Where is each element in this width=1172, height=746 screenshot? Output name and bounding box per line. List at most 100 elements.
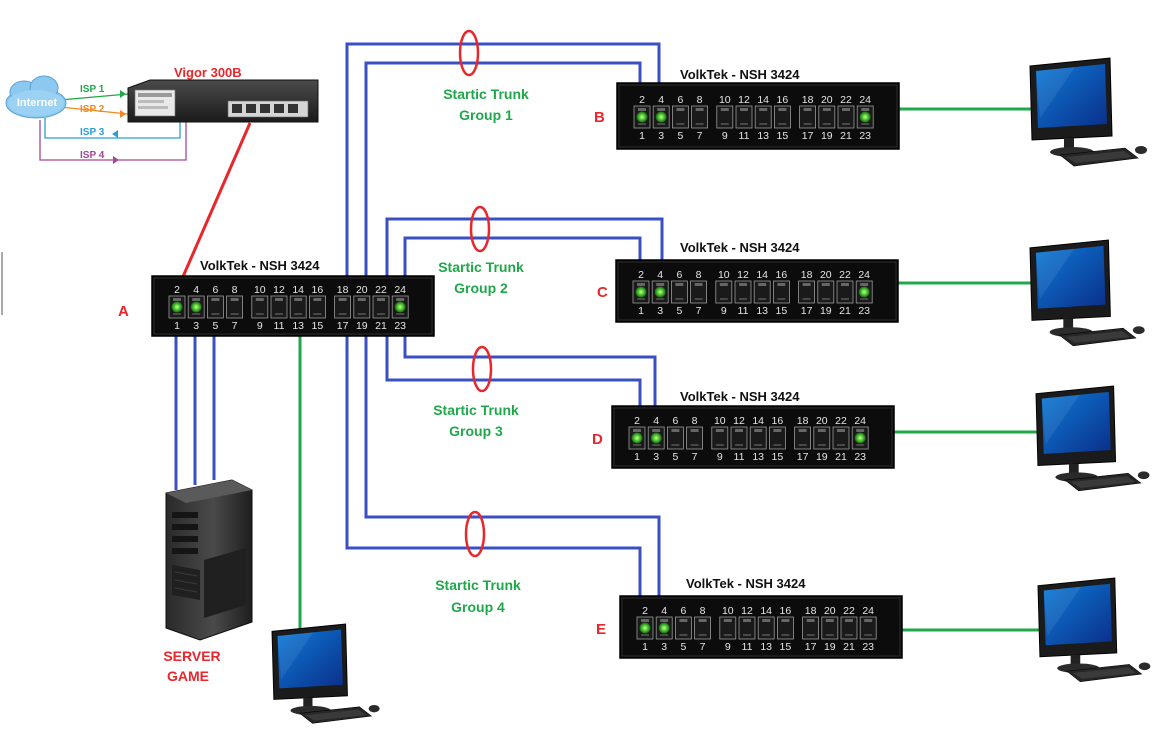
port-number-top: 20 xyxy=(821,94,833,106)
trunk3-cable-inner xyxy=(403,321,657,420)
port-number-top: 8 xyxy=(700,605,706,617)
port-number-top: 18 xyxy=(797,415,809,427)
switch-port xyxy=(690,280,707,304)
switch-port xyxy=(632,280,650,304)
trunk-label-line2: Group 2 xyxy=(454,280,508,296)
port-number-top: 2 xyxy=(639,94,645,106)
link-led-icon xyxy=(858,286,870,298)
server-label-line1: SERVER xyxy=(163,648,220,664)
trunk4-cable-outer xyxy=(345,321,642,608)
switch-port xyxy=(672,105,689,129)
trunk-label-line2: Group 4 xyxy=(451,599,505,615)
port-number-top: 16 xyxy=(772,415,784,427)
port-number-top: 24 xyxy=(859,94,871,106)
port-number-top: 22 xyxy=(843,605,855,617)
switch-port xyxy=(734,280,752,304)
cable-layer xyxy=(39,42,1040,632)
port-number-bottom: 21 xyxy=(835,451,847,463)
port-number-bottom: 3 xyxy=(657,305,663,317)
trunk-labels: Startic Trunk Group 1 Startic Trunk Grou… xyxy=(433,86,529,615)
port-number-top: 4 xyxy=(653,415,659,427)
switch-port xyxy=(798,280,815,304)
switch-port xyxy=(289,295,307,319)
port-number-bottom: 21 xyxy=(843,641,855,653)
port-number-top: 10 xyxy=(719,94,731,106)
port-number-bottom: 7 xyxy=(696,305,702,317)
port-number-bottom: 19 xyxy=(820,305,832,317)
port-number-bottom: 15 xyxy=(312,320,324,332)
port-number-bottom: 13 xyxy=(756,305,768,317)
switch-port xyxy=(802,616,819,640)
switch-port xyxy=(837,105,855,129)
switch-port xyxy=(753,280,771,304)
switch-port xyxy=(856,105,874,129)
switch-port xyxy=(226,295,244,319)
port-number-top: 10 xyxy=(722,605,734,617)
switch-port xyxy=(794,426,811,450)
port-number-top: 10 xyxy=(714,415,726,427)
port-number-bottom: 7 xyxy=(692,451,698,463)
switch-port xyxy=(691,105,708,129)
port-number-bottom: 1 xyxy=(639,130,645,142)
switch-a: VolkTek - NSH 34242143658710912111413161… xyxy=(151,258,435,337)
port-number-bottom: 5 xyxy=(212,320,218,332)
desktop-pc-icon xyxy=(1029,239,1145,347)
switch-port xyxy=(818,105,836,129)
pc-layer xyxy=(271,57,1151,724)
switch-port xyxy=(799,105,816,129)
port-number-top: 12 xyxy=(738,94,750,106)
port-number-top: 16 xyxy=(780,605,792,617)
port-number-bottom: 7 xyxy=(232,320,238,332)
isp-arrows xyxy=(112,90,126,164)
link-led-icon xyxy=(654,286,666,298)
port-number-top: 6 xyxy=(212,284,218,296)
switch-port xyxy=(777,616,794,640)
port-number-top: 8 xyxy=(696,269,702,281)
switch-port xyxy=(836,280,854,304)
internet-label: Internet xyxy=(17,97,58,109)
switch-letter-d: D xyxy=(592,431,603,448)
port-number-top: 2 xyxy=(174,284,180,296)
switch-port xyxy=(711,426,729,450)
port-number-top: 18 xyxy=(805,605,817,617)
port-number-bottom: 23 xyxy=(862,641,874,653)
port-number-bottom: 9 xyxy=(722,130,728,142)
port-number-top: 14 xyxy=(292,284,304,296)
trunk2-marker xyxy=(469,205,491,253)
port-number-top: 6 xyxy=(672,415,678,427)
server-tower: SERVER GAME xyxy=(163,479,253,684)
port-number-bottom: 5 xyxy=(677,130,683,142)
port-number-bottom: 11 xyxy=(738,305,749,317)
trunk3-marker xyxy=(471,345,493,393)
port-number-bottom: 17 xyxy=(801,305,813,317)
port-number-bottom: 15 xyxy=(780,641,792,653)
port-number-bottom: 13 xyxy=(757,130,769,142)
trunk-label-line2: Group 3 xyxy=(449,423,503,439)
isp-label: ISP 1 xyxy=(80,84,105,95)
trunk-label-line1: Startic Trunk xyxy=(438,259,524,275)
port-number-top: 10 xyxy=(254,284,266,296)
port-number-bottom: 17 xyxy=(337,320,349,332)
switch-port xyxy=(168,295,186,319)
port-number-bottom: 9 xyxy=(257,320,263,332)
switch-layer: VolkTek - NSH 34242143658710912111413161… xyxy=(151,67,903,659)
port-number-top: 24 xyxy=(862,605,874,617)
port-number-bottom: 5 xyxy=(676,305,682,317)
port-number-top: 14 xyxy=(752,415,764,427)
port-number-bottom: 19 xyxy=(824,641,836,653)
port-number-bottom: 9 xyxy=(725,641,731,653)
trunk2-cable-inner xyxy=(403,236,642,295)
switch-port xyxy=(749,426,767,450)
trunk-label-line1: Startic Trunk xyxy=(435,577,521,593)
desktop-pc-icon xyxy=(1037,577,1151,682)
switch-port xyxy=(391,295,409,319)
port-number-bottom: 1 xyxy=(634,451,640,463)
link-led-icon xyxy=(650,432,662,444)
port-number-top: 22 xyxy=(375,284,387,296)
port-number-bottom: 11 xyxy=(734,451,745,463)
switch-port xyxy=(716,105,734,129)
trunk1-cable-outer xyxy=(345,42,661,295)
port-number-top: 8 xyxy=(692,415,698,427)
link-led-icon xyxy=(394,301,406,313)
